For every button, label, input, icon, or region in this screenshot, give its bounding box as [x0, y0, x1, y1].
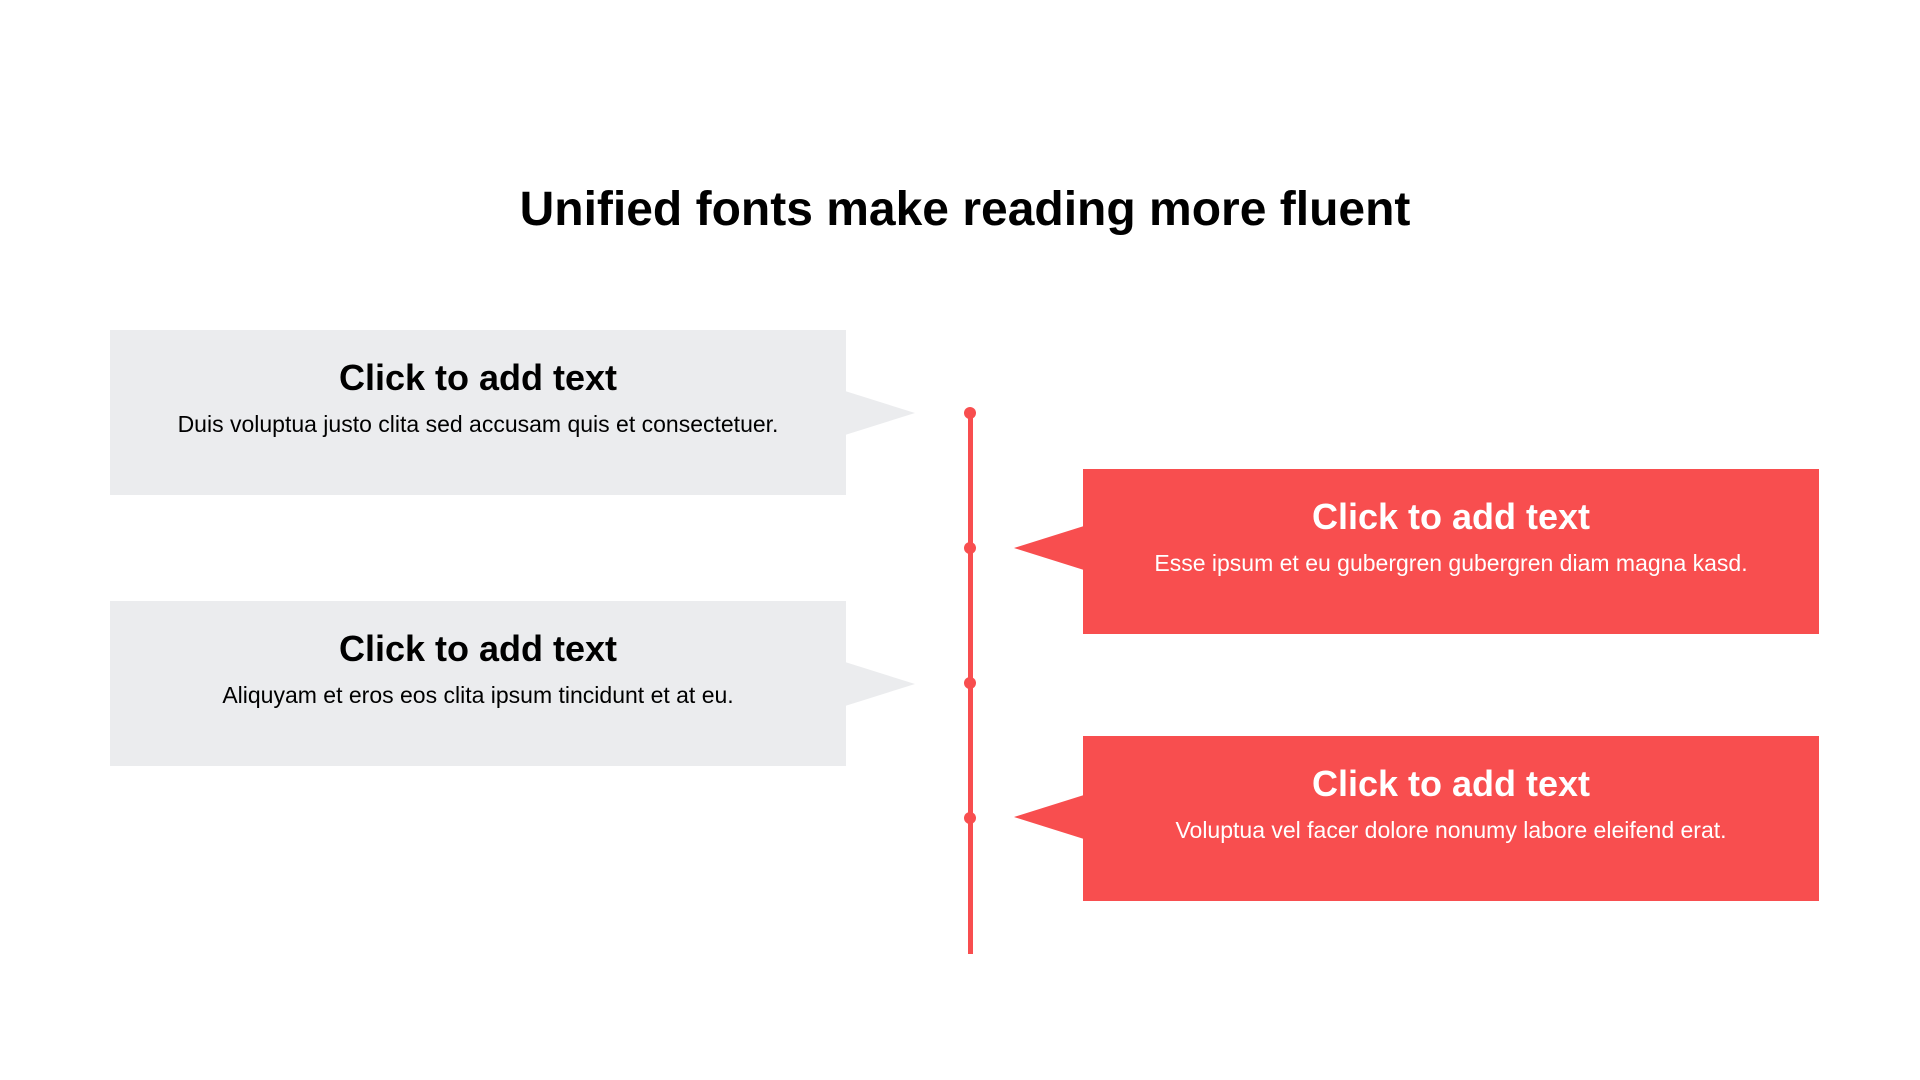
callout-box[interactable]: Click to add text Aliquyam et eros eos c…: [110, 601, 846, 766]
callout-box[interactable]: Click to add text Voluptua vel facer dol…: [1083, 736, 1819, 901]
timeline-dot: [964, 812, 976, 824]
timeline-dot: [964, 677, 976, 689]
callout-arrow: [845, 662, 915, 706]
callout-arrow: [845, 391, 915, 435]
callout-body[interactable]: Aliquyam et eros eos clita ipsum tincidu…: [222, 682, 734, 709]
callout-title[interactable]: Click to add text: [338, 628, 618, 669]
callout-arrow: [1014, 526, 1084, 570]
slide-title: Unified fonts make reading more fluent: [519, 183, 1411, 236]
callout-box[interactable]: Click to add text Duis voluptua justo cl…: [110, 330, 846, 495]
callout-title[interactable]: Click to add text: [1311, 763, 1591, 804]
timeline-dot: [964, 542, 976, 554]
timeline-dot: [964, 407, 976, 419]
callout-body[interactable]: Duis voluptua justo clita sed accusam qu…: [177, 411, 779, 438]
callout-title[interactable]: Click to add text: [1311, 496, 1591, 537]
callout-body[interactable]: Voluptua vel facer dolore nonumy labore …: [1175, 817, 1727, 844]
callout-title[interactable]: Click to add text: [338, 357, 618, 398]
callout-body[interactable]: Esse ipsum et eu gubergren gubergren dia…: [1154, 550, 1748, 577]
callout-arrow: [1014, 795, 1084, 839]
callout-box[interactable]: Click to add text Esse ipsum et eu guber…: [1083, 469, 1819, 634]
